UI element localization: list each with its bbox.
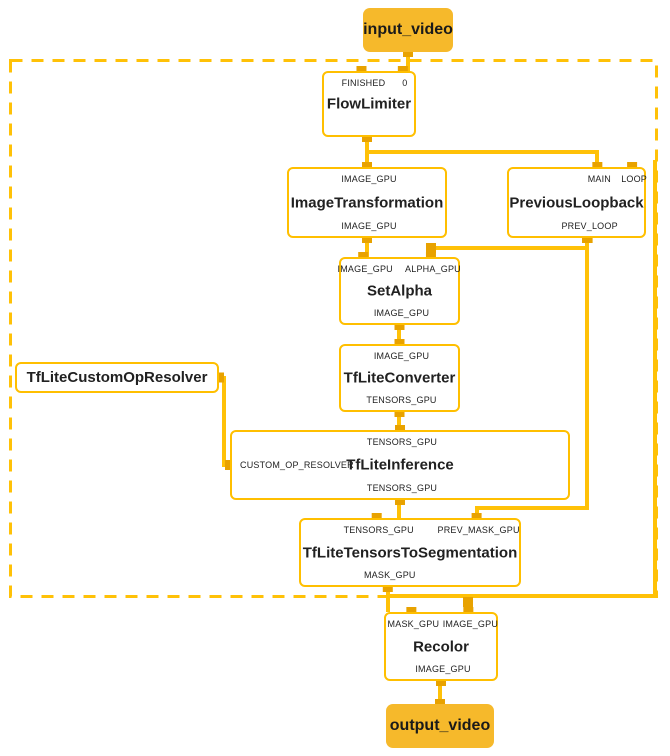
port-recolor-image-in-junction xyxy=(463,597,473,607)
input-port-label-set_alpha-1: ALPHA_GPU xyxy=(405,264,461,274)
calculator-title-flow_limiter: FlowLimiter xyxy=(326,95,412,113)
input-port-label-image_transformation-0: IMAGE_GPU xyxy=(341,174,397,184)
output-port-label-recolor-0: IMAGE_GPU xyxy=(415,664,471,674)
calculator-title-previous_loopback: PreviousLoopback xyxy=(509,194,644,211)
io-node-output_video[interactable]: output_video xyxy=(386,704,494,748)
output-port-label-previous_loopback-0: PREV_LOOP xyxy=(561,221,618,231)
input-port-label-recolor-0: MASK_GPU xyxy=(387,619,440,629)
output-port-label-image_transformation-0: IMAGE_GPU xyxy=(341,221,397,231)
input-port-label-flow_limiter-1: 0 xyxy=(402,78,408,88)
calculator-title-tflite_inference: TfLiteInference xyxy=(346,456,454,474)
calculator-node-tflite_tensors_to_segmentation[interactable]: TENSORS_GPU PREV_MASK_GPU TfLiteTensorsToS… xyxy=(299,518,521,587)
edge-flow_limiter-to-previous_loopback-MAIN xyxy=(367,150,599,167)
calculator-title-tflite_converter: TfLiteConverter xyxy=(343,369,456,387)
edge-tflite_custom_op_resolver-to-tflite_inference-CUSTOM_OP_RESOLVER xyxy=(219,376,230,467)
io-node-input_video[interactable]: input_video xyxy=(363,8,453,52)
side-node-label-tflite_custom_op_resolver: TfLiteCustomOpResolver xyxy=(26,369,208,386)
subgraph-boundary xyxy=(9,59,658,598)
side-node-tflite_custom_op_resolver[interactable]: TfLiteCustomOpResolver xyxy=(15,362,219,393)
input-port-label-flow_limiter-0: FINISHED xyxy=(341,78,386,88)
side-input-label-tflite_inference-0: CUSTOM_OP_RESOLVER xyxy=(240,460,354,470)
input-port-label-tflite_tensors_to_segmentation-0: TENSORS_GPU xyxy=(343,525,414,535)
input-port-label-tflite_tensors_to_segmentation-1: PREV_MASK_GPU xyxy=(437,525,520,535)
output-port-label-tflite_tensors_to_segmentation-0: MASK_GPU xyxy=(363,570,416,580)
output-port-label-set_alpha-0: IMAGE_GPU xyxy=(373,308,430,318)
input-port-label-set_alpha-0: IMAGE_GPU xyxy=(337,264,393,274)
output-port-label-tflite_converter-0: TENSORS_GPU xyxy=(366,395,437,405)
input-port-label-tflite_inference-0: TENSORS_GPU xyxy=(366,437,438,447)
input-port-label-previous_loopback-1: LOOP xyxy=(621,174,647,184)
io-node-label-output_video: output_video xyxy=(389,717,491,734)
io-node-label-input_video: input_video xyxy=(363,21,453,38)
calculator-title-image_transformation: ImageTransformation xyxy=(290,194,444,211)
output-port-label-tflite_inference-0: TENSORS_GPU xyxy=(366,483,438,493)
edge-tflite_tensors_to_segmentation-MASK_GPU-to-previous_loopback-LOOP xyxy=(388,160,657,598)
calculator-title-tflite_tensors_to_segmentation: TfLiteTensorsToSegmentation xyxy=(302,544,518,561)
input-port-label-recolor-1: IMAGE_GPU xyxy=(442,619,499,629)
calculator-title-set_alpha: SetAlpha xyxy=(366,282,433,300)
input-port-label-previous_loopback-0: MAIN xyxy=(587,174,611,184)
calculator-title-recolor: Recolor xyxy=(413,638,469,655)
edge-previous_loopback-PREV_LOOP-to-set_alpha-ALPHA_GPU xyxy=(429,238,589,257)
input-port-label-tflite_converter-0: IMAGE_GPU xyxy=(373,351,430,361)
port-set-alpha-alpha-junction xyxy=(426,243,436,253)
